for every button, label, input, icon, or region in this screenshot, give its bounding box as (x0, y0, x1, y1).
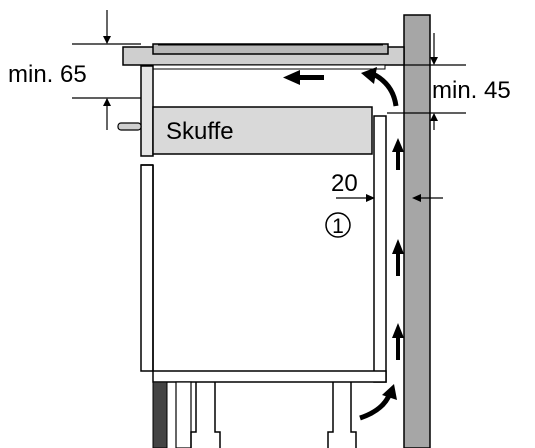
airflow-arrow-icon (392, 239, 404, 276)
airflow-arrow-icon (392, 323, 404, 360)
item-marker-label: 1 (332, 215, 344, 238)
airflow-up-arrows (392, 138, 404, 360)
airflow-arrow-icon (392, 138, 404, 170)
arrow-left-icon (412, 194, 421, 202)
cabinet-back-panel (373, 115, 387, 383)
leg-left-foot (190, 382, 221, 448)
leg-left (175, 381, 192, 448)
wall (403, 14, 431, 448)
front-panel (140, 65, 154, 157)
arrow-up-icon (430, 113, 438, 121)
drawer (152, 106, 373, 155)
label-min-45: min. 45 (432, 77, 511, 104)
arrow-right-icon (366, 194, 375, 202)
label-gap-20: 20 (331, 170, 358, 197)
drawer-handle (117, 122, 142, 131)
airflow-curve-bottom-icon (359, 392, 393, 421)
cooktop-glass (152, 43, 389, 55)
airflow-left-arrow-icon (283, 70, 324, 85)
cooktop-body (152, 64, 386, 70)
arrow-down-icon (103, 36, 111, 44)
label-min-65: min. 65 (8, 61, 87, 88)
cabinet (140, 164, 154, 372)
leg-right-foot (327, 382, 357, 448)
item-marker-circle (325, 212, 351, 238)
cabinet-bottom (152, 370, 387, 383)
arrow-down-icon (430, 57, 438, 65)
leg-dark (152, 381, 168, 448)
drawer-label: Skuffe (166, 118, 234, 145)
arrow-up-icon (103, 98, 111, 106)
